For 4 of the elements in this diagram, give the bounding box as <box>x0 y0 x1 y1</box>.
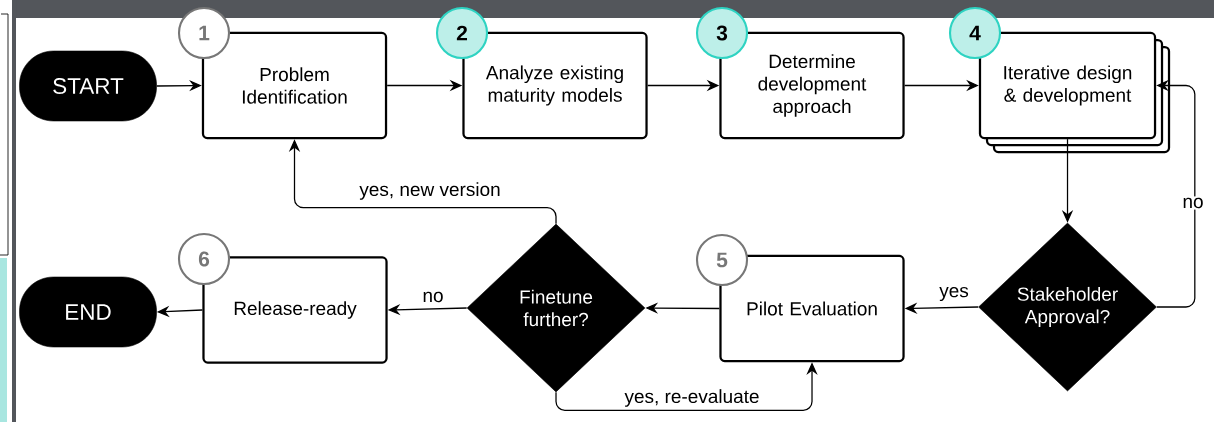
edge-label: yes <box>937 285 971 303</box>
edge-label: yes, new version <box>357 180 503 202</box>
edge-label: no <box>421 290 445 304</box>
edge-label: no <box>1181 196 1205 210</box>
